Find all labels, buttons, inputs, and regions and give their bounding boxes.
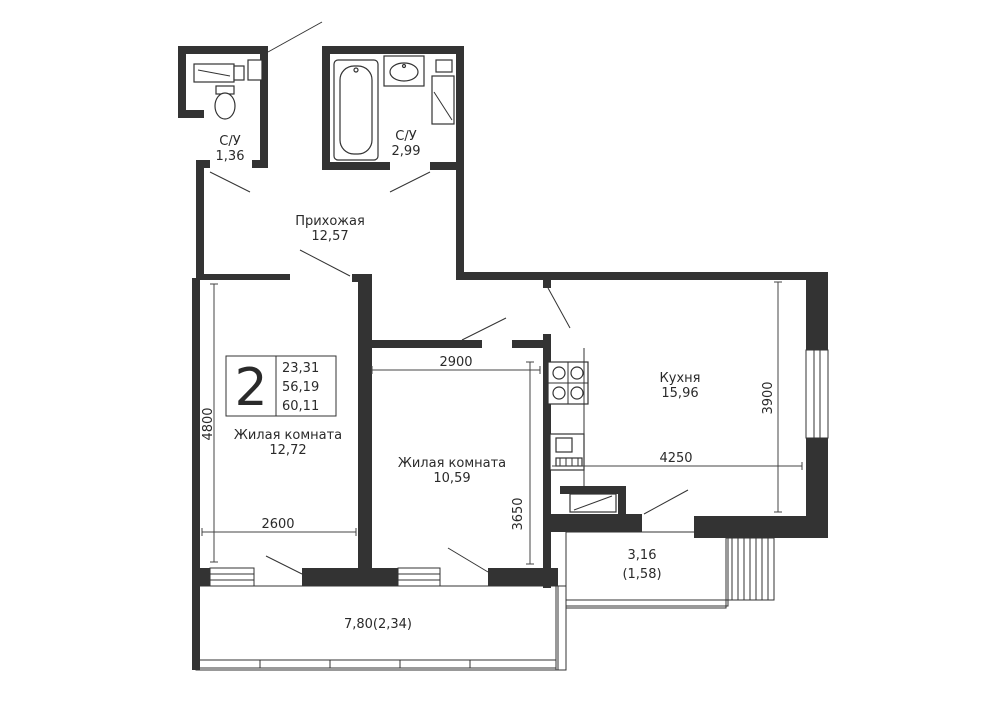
room-label-wc-2: С/У 2,99 (392, 129, 421, 159)
room-name: Жилая комната (234, 428, 342, 443)
room-name: Кухня (660, 371, 701, 386)
balcony-bottom-label: 7,80(2,34) (344, 617, 412, 632)
room-label-hallway: Прихожая 12,57 (295, 214, 365, 244)
room-label-kitchen: Кухня 15,96 (660, 371, 701, 401)
living-area: 23,31 (282, 361, 319, 376)
balcony-bottom (195, 585, 567, 671)
room-name: С/У (395, 129, 416, 144)
room-area: 15,96 (661, 386, 698, 401)
dimension-lines (201, 281, 803, 565)
walls (178, 46, 828, 670)
room-area: 12,72 (269, 443, 306, 458)
dimension-2600: 2600 (261, 517, 294, 532)
rooms-count: 2 (234, 358, 267, 418)
balcony-area: 7,80(2,34) (344, 617, 412, 632)
fixtures (193, 55, 617, 513)
room-area: 12,57 (311, 229, 348, 244)
washing-machine-icon (431, 75, 455, 125)
cabinet-icon (247, 59, 263, 81)
total-area: 56,19 (282, 380, 319, 395)
balcony-area: 3,16 (628, 548, 657, 563)
dimension-3650: 3650 (511, 497, 526, 530)
balcony-right-label: 3,16 (1,58) (622, 548, 661, 582)
dimension-3900: 3900 (761, 381, 776, 414)
doors (209, 21, 689, 575)
room-area: 10,59 (433, 471, 470, 486)
full-area: 60,11 (282, 399, 319, 414)
room-label-wc-1: С/У 1,36 (216, 134, 245, 164)
room-name: Жилая комната (398, 456, 506, 471)
balcony-reduced-area: (1,58) (622, 567, 661, 582)
room-label-living-2: Жилая комната 10,59 (398, 456, 506, 486)
dimension-4250: 4250 (659, 451, 692, 466)
room-label-living-1: Жилая комната 12,72 (234, 428, 342, 458)
room-name: Прихожая (295, 214, 365, 229)
room-area: 1,36 (216, 149, 245, 164)
area-summary-box: 2 23,31 56,19 60,11 (225, 355, 337, 418)
balcony-right (565, 531, 775, 609)
dimension-2900: 2900 (439, 355, 472, 370)
room-area: 2,99 (392, 144, 421, 159)
toilet-icon (214, 92, 236, 120)
room-name: С/У (219, 134, 240, 149)
dimension-4800: 4800 (201, 407, 216, 440)
